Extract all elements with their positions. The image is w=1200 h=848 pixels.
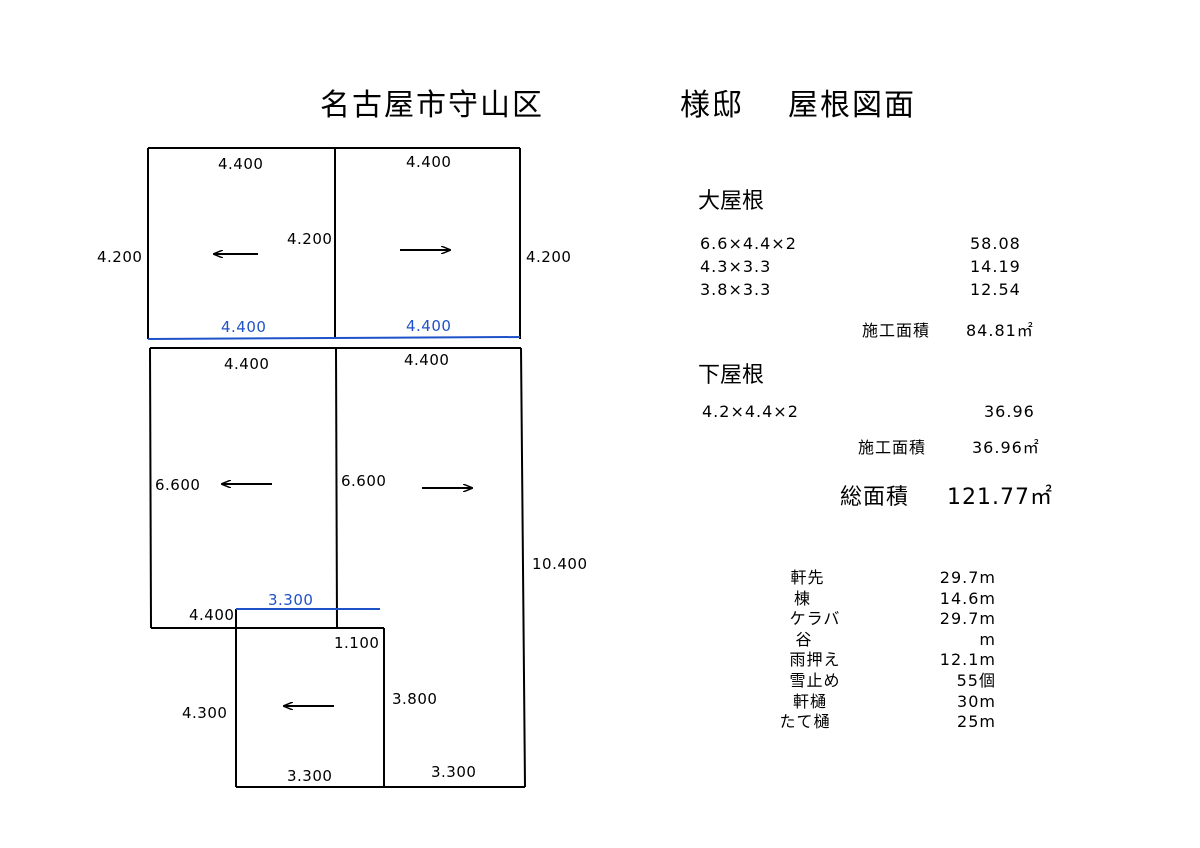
material-value: 55個 bbox=[956, 670, 996, 690]
material-row: ケラバ 29.7m bbox=[760, 609, 1000, 630]
dim-right-side: 10.400 bbox=[532, 555, 588, 573]
materials-list: 軒先 29.7m 棟 14.6m ケラバ 29.7m 谷 m 雨押え 12.1m… bbox=[760, 568, 1000, 733]
lower-roof-heading: 下屋根 bbox=[698, 363, 765, 388]
material-row: たて樋 25m bbox=[760, 712, 1000, 733]
lower-roof-value-1: 36.96 bbox=[984, 402, 1035, 421]
dim-small-bottom: 3.300 bbox=[287, 767, 333, 785]
big-roof-formula-2: 4.3×3.3 bbox=[700, 257, 772, 276]
eave-line-upper bbox=[147, 336, 521, 340]
lower-roof-area-value: 36.96㎡ bbox=[972, 438, 1040, 457]
dim-upper-middle: 4.200 bbox=[287, 230, 333, 248]
dim-middle-left-side: 6.600 bbox=[155, 476, 201, 494]
dim-middle-divider: 6.600 bbox=[341, 472, 387, 490]
dim-small-right: 3.800 bbox=[392, 690, 438, 708]
big-roof-formula-3: 3.8×3.3 bbox=[700, 280, 772, 299]
material-row: 雨押え 12.1m bbox=[760, 650, 1000, 671]
middle-block-left-edge bbox=[149, 347, 152, 629]
material-value: 29.7m bbox=[939, 609, 996, 629]
title-location: 名古屋市守山区 bbox=[320, 88, 544, 123]
material-name: 雪止め bbox=[789, 670, 841, 690]
lower-roof-area-label: 施工面積 bbox=[858, 438, 927, 457]
big-roof-area-value: 84.81㎡ bbox=[966, 321, 1034, 340]
material-name: 谷 bbox=[795, 629, 813, 649]
dim-lower-eave: 3.300 bbox=[268, 591, 314, 609]
material-row: 棟 14.6m bbox=[760, 589, 1000, 610]
material-name: 軒樋 bbox=[792, 691, 827, 711]
big-roof-value-1: 58.08 bbox=[970, 234, 1021, 253]
material-value: 12.1m bbox=[939, 650, 996, 670]
material-name: たて樋 bbox=[779, 712, 831, 732]
material-name: 棟 bbox=[793, 588, 811, 608]
big-roof-area-label: 施工面積 bbox=[862, 321, 931, 340]
total-area-label: 総面積 bbox=[840, 485, 910, 510]
middle-block-divider bbox=[335, 347, 338, 629]
dim-upper-left-top: 4.400 bbox=[218, 155, 264, 173]
material-row: 軒樋 30m bbox=[760, 692, 1000, 713]
material-name: 軒先 bbox=[790, 568, 825, 587]
dim-small-left: 4.300 bbox=[182, 704, 228, 722]
material-name: 雨押え bbox=[789, 650, 841, 670]
total-area-value: 121.77㎡ bbox=[947, 485, 1053, 510]
dim-upper-left-bottom: 4.400 bbox=[221, 318, 267, 336]
big-roof-heading: 大屋根 bbox=[698, 189, 765, 214]
material-row: 軒先 29.7m bbox=[760, 568, 1000, 589]
material-row: 雪止め 55個 bbox=[760, 671, 1000, 692]
material-row: 谷 m bbox=[760, 630, 1000, 651]
dim-middle-right-top: 4.400 bbox=[404, 351, 450, 369]
middle-block-right-edge bbox=[520, 347, 526, 788]
title-doc: 屋根図面 bbox=[788, 88, 916, 123]
dim-upper-right-bottom: 4.400 bbox=[406, 317, 452, 335]
title-owner: 様邸 bbox=[680, 88, 744, 123]
material-value: 14.6m bbox=[939, 588, 996, 608]
dim-upper-left-side: 4.200 bbox=[97, 248, 143, 266]
dim-middle-left-top: 4.400 bbox=[224, 355, 270, 373]
lower-roof-formula-1: 4.2×4.4×2 bbox=[702, 402, 799, 421]
material-name: ケラバ bbox=[789, 609, 841, 629]
big-roof-value-2: 14.19 bbox=[970, 257, 1021, 276]
dim-upper-right-side: 4.200 bbox=[526, 248, 572, 266]
big-roof-value-3: 12.54 bbox=[970, 280, 1021, 299]
big-roof-formula-1: 6.6×4.4×2 bbox=[700, 234, 797, 253]
dim-right-bottom: 3.300 bbox=[431, 763, 477, 781]
material-value: 30m bbox=[957, 691, 996, 711]
dim-small-top: 1.100 bbox=[334, 634, 380, 652]
dim-upper-right-top: 4.400 bbox=[406, 153, 452, 171]
material-value: m bbox=[979, 629, 996, 649]
dim-middle-left-bottom: 4.400 bbox=[189, 606, 235, 624]
material-value: 25m bbox=[957, 712, 996, 732]
material-value: 29.7m bbox=[939, 568, 996, 587]
